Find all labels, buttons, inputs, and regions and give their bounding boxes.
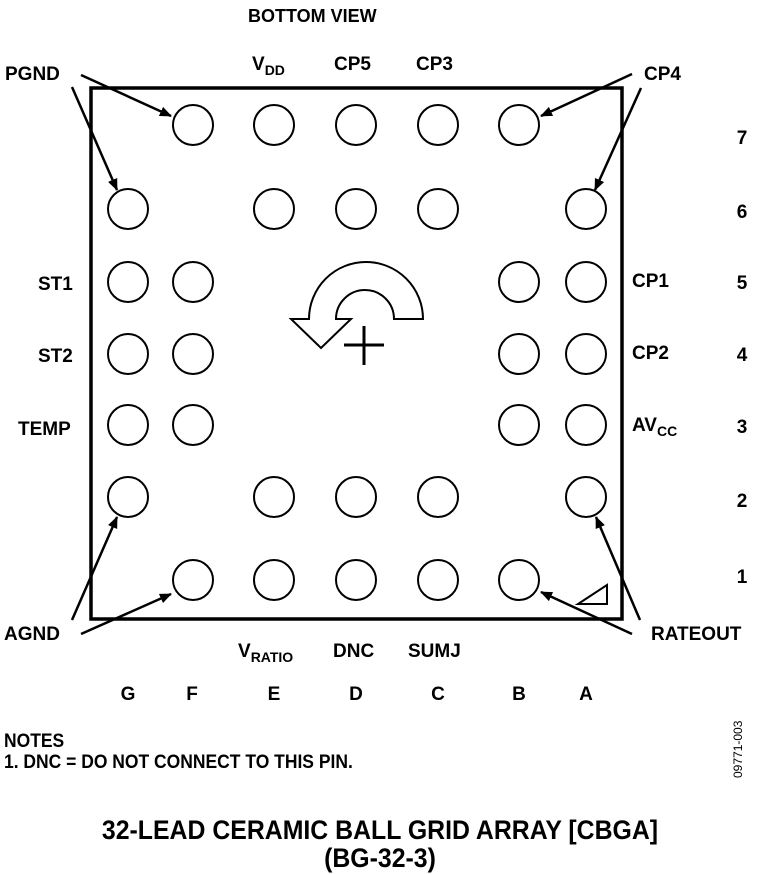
ball-G3 bbox=[107, 404, 149, 446]
bottom-label-sumj: SUMJ bbox=[408, 641, 461, 662]
column-letter-a: A bbox=[579, 684, 593, 705]
bottom-label-vratio: VRATIO bbox=[238, 641, 294, 665]
column-letter-f: F bbox=[186, 684, 198, 705]
right-label-cp1: CP1 bbox=[632, 271, 669, 292]
rateout-arrow-b1 bbox=[540, 590, 633, 636]
ball-F4 bbox=[172, 333, 214, 375]
column-letter-g: G bbox=[120, 684, 136, 705]
ball-E1 bbox=[253, 559, 295, 601]
ball-F3 bbox=[172, 404, 214, 446]
rotation-arrow-icon bbox=[288, 261, 425, 350]
ball-G2 bbox=[107, 476, 149, 518]
agnd-arrow-g2 bbox=[70, 516, 119, 621]
row-number-5: 5 bbox=[736, 273, 748, 294]
package-title: 32-LEAD CERAMIC BALL GRID ARRAY [CBGA] (… bbox=[30, 816, 729, 872]
cp4-arrow-b7 bbox=[540, 72, 633, 118]
agnd-label: AGND bbox=[4, 624, 60, 645]
right-label-avcc: AVCC bbox=[632, 415, 678, 439]
ball-D6 bbox=[335, 188, 377, 230]
top-label-cp3: CP3 bbox=[416, 54, 453, 75]
ball-C6 bbox=[417, 188, 459, 230]
ball-grid bbox=[107, 104, 607, 601]
left-label-st1: ST1 bbox=[38, 274, 73, 295]
ball-F7 bbox=[172, 104, 214, 146]
ball-B7 bbox=[498, 104, 540, 146]
ball-D1 bbox=[335, 559, 377, 601]
ball-D2 bbox=[335, 476, 377, 518]
ball-B5 bbox=[498, 261, 540, 303]
column-letter-e: E bbox=[267, 684, 281, 705]
ball-C1 bbox=[417, 559, 459, 601]
ball-E2 bbox=[253, 476, 295, 518]
ball-A3 bbox=[565, 404, 607, 446]
ball-F1 bbox=[172, 559, 214, 601]
ball-E7 bbox=[253, 104, 295, 146]
notes-block: NOTES 1. DNC = DO NOT CONNECT TO THIS PI… bbox=[4, 731, 353, 773]
package-title-line2: (BG-32-3) bbox=[324, 843, 436, 873]
column-letter-b: B bbox=[512, 684, 526, 705]
pin1-triangle-marker-icon bbox=[574, 583, 608, 605]
right-label-cp2: CP2 bbox=[632, 343, 669, 364]
top-label-cp5: CP5 bbox=[334, 54, 371, 75]
column-letter-c: C bbox=[431, 684, 445, 705]
ball-A6 bbox=[565, 188, 607, 230]
pgnd-arrow-g6 bbox=[70, 86, 119, 191]
cp4-arrow-a6 bbox=[593, 87, 643, 191]
figure-id: 09771-003 bbox=[731, 720, 745, 778]
cp4-label: CP4 bbox=[644, 64, 681, 85]
bottom-label-dnc: DNC bbox=[333, 641, 375, 662]
ball-C7 bbox=[417, 104, 459, 146]
row-number-6: 6 bbox=[736, 202, 748, 223]
row-number-1: 1 bbox=[736, 567, 748, 588]
top-label-vdd: VDD bbox=[252, 54, 285, 78]
left-label-st2: ST2 bbox=[38, 346, 73, 367]
row-number-2: 2 bbox=[736, 491, 748, 512]
ball-G4 bbox=[107, 333, 149, 375]
pgnd-label: PGND bbox=[5, 64, 60, 85]
ball-G5 bbox=[107, 261, 149, 303]
column-letter-d: D bbox=[349, 684, 363, 705]
ball-A4 bbox=[565, 333, 607, 375]
ball-B4 bbox=[498, 333, 540, 375]
notes-heading: NOTES bbox=[4, 731, 65, 752]
ball-F5 bbox=[172, 261, 214, 303]
row-number-3: 3 bbox=[736, 417, 748, 438]
callout-arrows bbox=[70, 72, 643, 636]
pgnd-arrow-f7 bbox=[80, 73, 172, 118]
row-number-4: 4 bbox=[736, 345, 748, 366]
ball-B1 bbox=[498, 559, 540, 601]
ball-D7 bbox=[335, 104, 377, 146]
rateout-arrow-a2 bbox=[594, 516, 642, 621]
row-number-7: 7 bbox=[736, 128, 748, 149]
agnd-arrow-f1 bbox=[80, 592, 172, 636]
ball-B3 bbox=[498, 404, 540, 446]
ball-E6 bbox=[253, 188, 295, 230]
package-outline bbox=[89, 86, 624, 621]
rateout-label: RATEOUT bbox=[651, 624, 742, 645]
ball-G6 bbox=[107, 188, 149, 230]
ball-A2 bbox=[565, 476, 607, 518]
package-title-line1: 32-LEAD CERAMIC BALL GRID ARRAY [CBGA] bbox=[101, 815, 659, 845]
ball-C2 bbox=[417, 476, 459, 518]
note-item: 1. DNC = DO NOT CONNECT TO THIS PIN. bbox=[4, 752, 353, 773]
ball-A5 bbox=[565, 261, 607, 303]
crosshair-plus-icon bbox=[344, 326, 384, 365]
left-label-temp: TEMP bbox=[18, 419, 71, 440]
view-label: BOTTOM VIEW bbox=[248, 6, 377, 26]
